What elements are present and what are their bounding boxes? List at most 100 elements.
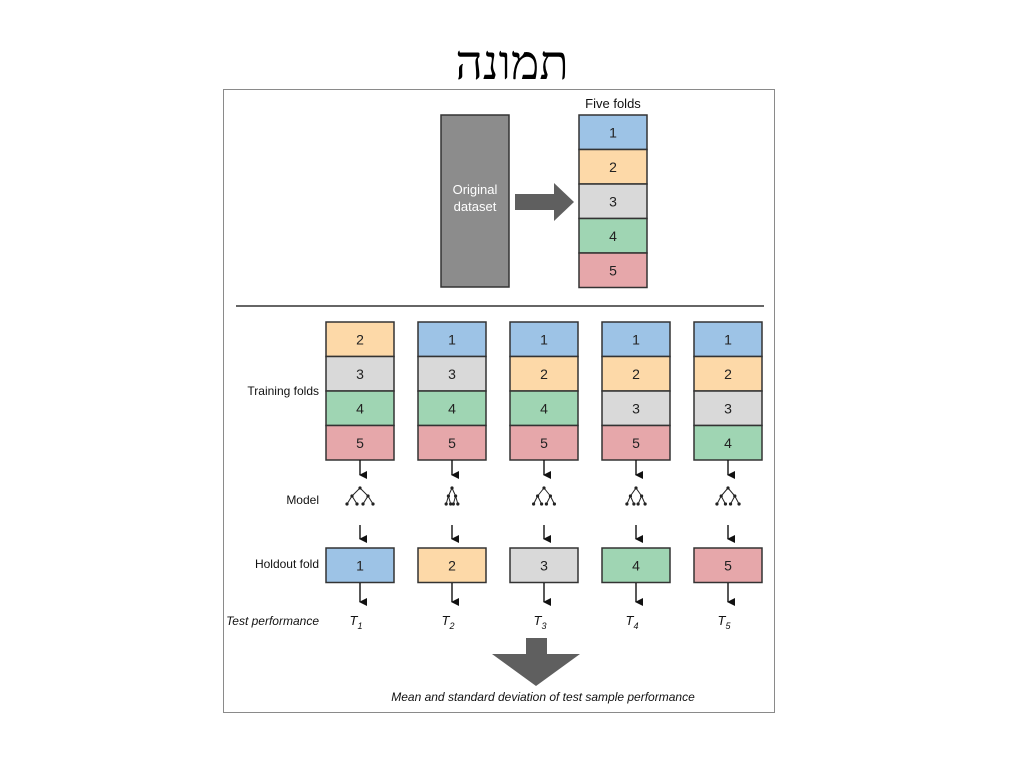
decision-tree-icon	[444, 486, 460, 506]
training-fold-4-box	[325, 390, 395, 427]
training-fold-1: 1	[509, 321, 579, 358]
top-fold-1-box	[578, 114, 648, 151]
holdout-fold-label: Holdout fold	[255, 557, 319, 571]
training-fold-1: 1	[417, 321, 487, 358]
top-fold-1: 1	[578, 114, 648, 151]
summary-caption: Mean and standard deviation of test samp…	[391, 690, 695, 704]
test-result-3: T3	[534, 613, 547, 631]
five-folds-stack: 1 2 3 4 5	[578, 114, 648, 289]
training-fold-3-box	[417, 355, 487, 392]
holdout-fold-4-number: 4	[632, 557, 640, 573]
top-fold-5: 5	[578, 252, 648, 289]
split-arrow-icon	[515, 183, 574, 221]
holdout-fold-5-box	[693, 547, 763, 584]
training-fold-4: 4	[325, 390, 395, 427]
training-fold-2: 2	[509, 355, 579, 392]
training-fold-4-box	[417, 390, 487, 427]
test-result-symbol: T	[350, 613, 359, 628]
training-fold-3-number: 3	[724, 400, 732, 416]
training-fold-3-number: 3	[448, 366, 456, 382]
test-result-symbol: T	[626, 613, 635, 628]
aggregate-arrow-icon	[492, 638, 580, 686]
training-fold-1-number: 1	[540, 331, 548, 347]
training-fold-2-box	[325, 321, 395, 358]
training-fold-4-number: 4	[356, 400, 364, 416]
training-fold-1-number: 1	[632, 331, 640, 347]
training-fold-2-number: 2	[356, 331, 364, 347]
test-result-subscript: 4	[633, 621, 638, 631]
original-dataset-block	[440, 114, 510, 288]
iteration-3: 1 2 4 5 3T3	[509, 321, 579, 631]
top-fold-4-number: 4	[609, 228, 617, 244]
training-fold-5-number: 5	[356, 435, 364, 451]
training-fold-2-number: 2	[632, 366, 640, 382]
top-fold-5-box	[578, 252, 648, 289]
top-fold-2: 2	[578, 148, 648, 185]
training-fold-4-number: 4	[724, 435, 732, 451]
training-fold-4-number: 4	[540, 400, 548, 416]
training-fold-2-box	[693, 355, 763, 392]
training-fold-3: 3	[325, 355, 395, 392]
test-result-5: T5	[718, 613, 732, 631]
test-result-symbol: T	[534, 613, 543, 628]
training-fold-3-number: 3	[356, 366, 364, 382]
training-fold-5-number: 5	[540, 435, 548, 451]
test-result-4: T4	[626, 613, 639, 631]
dataset-label-line1: Original	[453, 182, 498, 197]
training-fold-3: 3	[601, 390, 671, 427]
training-fold-4-box	[509, 390, 579, 427]
top-fold-3: 3	[578, 183, 648, 220]
top-fold-3-number: 3	[609, 193, 617, 209]
training-fold-4: 4	[509, 390, 579, 427]
test-result-subscript: 2	[448, 621, 454, 631]
training-fold-1-box	[693, 321, 763, 358]
holdout-fold-1-box	[325, 547, 395, 584]
training-fold-2-box	[601, 355, 671, 392]
training-fold-5-box	[417, 424, 487, 461]
training-fold-2-number: 2	[540, 366, 548, 382]
training-fold-5-box	[325, 424, 395, 461]
holdout-fold-2-number: 2	[448, 557, 456, 573]
holdout-fold-1-number: 1	[356, 557, 364, 573]
training-fold-2: 2	[325, 321, 395, 358]
top-fold-2-number: 2	[609, 159, 617, 175]
training-fold-2-number: 2	[724, 366, 732, 382]
training-fold-5-box	[601, 424, 671, 461]
training-fold-3-box	[325, 355, 395, 392]
training-fold-5: 5	[417, 424, 487, 461]
test-result-subscript: 5	[725, 621, 731, 631]
training-fold-3: 3	[693, 390, 763, 427]
training-fold-5-number: 5	[448, 435, 456, 451]
test-result-subscript: 1	[357, 621, 362, 631]
top-fold-4: 4	[578, 217, 648, 254]
holdout-fold-2-box	[417, 547, 487, 584]
holdout-fold-3: 3	[509, 547, 579, 584]
top-fold-5-number: 5	[609, 262, 617, 278]
top-fold-3-box	[578, 183, 648, 220]
test-performance-label: Test performance	[226, 614, 319, 628]
training-fold-1-number: 1	[724, 331, 732, 347]
test-result-symbol: T	[718, 613, 727, 628]
training-fold-5: 5	[509, 424, 579, 461]
holdout-fold-3-number: 3	[540, 557, 548, 573]
training-fold-3-box	[693, 390, 763, 427]
training-fold-5: 5	[325, 424, 395, 461]
holdout-fold-5: 5	[693, 547, 763, 584]
training-fold-1-box	[601, 321, 671, 358]
holdout-fold-5-number: 5	[724, 557, 732, 573]
training-fold-4-number: 4	[448, 400, 456, 416]
model-label: Model	[286, 493, 319, 507]
holdout-fold-4: 4	[601, 547, 671, 584]
decision-tree-icon	[345, 486, 375, 506]
training-fold-5-number: 5	[632, 435, 640, 451]
training-fold-1: 1	[693, 321, 763, 358]
decision-tree-icon	[532, 486, 556, 506]
test-result-1: T1	[350, 613, 363, 631]
